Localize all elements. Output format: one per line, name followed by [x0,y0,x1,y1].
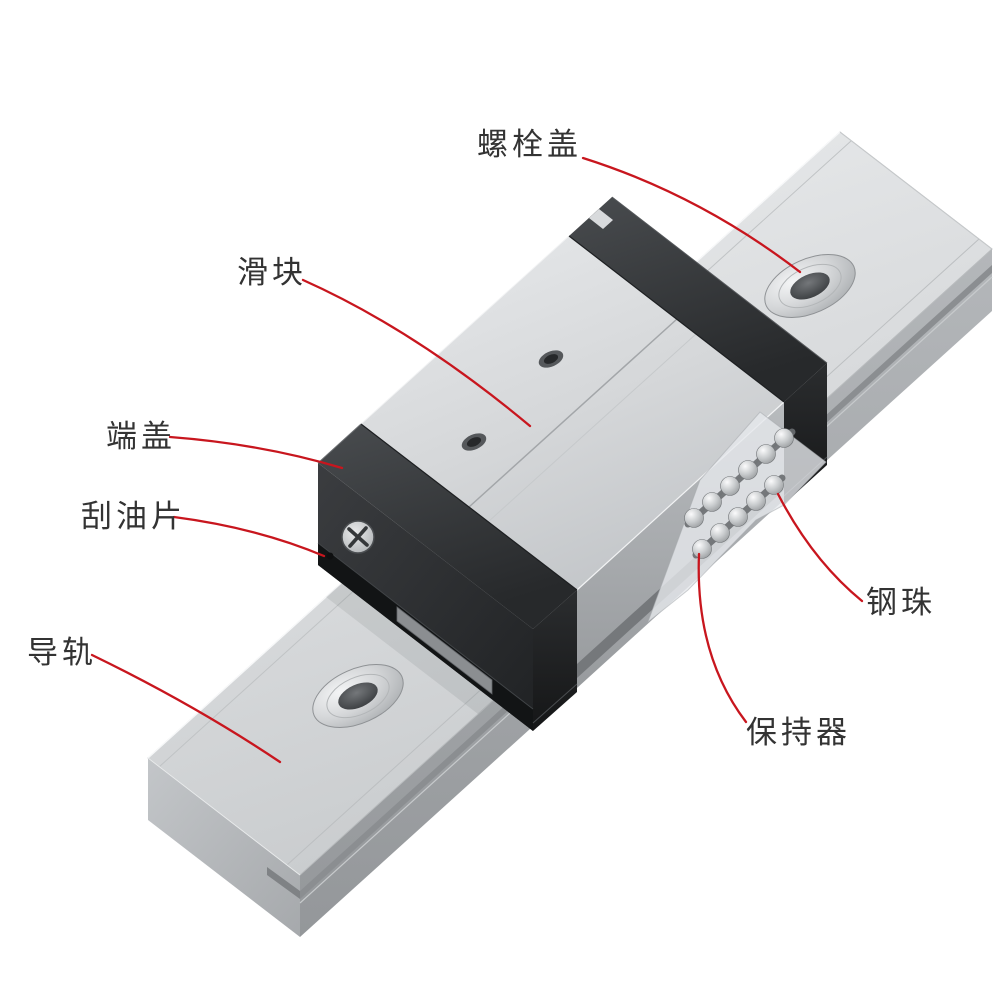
label-oil-scraper: 刮油片 [81,499,186,534]
end-cap-pin-hole [326,552,334,560]
block-top-center-line [468,318,678,508]
leader-line-slider-block [301,278,532,428]
rail-right-cut-edge [839,131,993,250]
leader-line-end-cap [168,435,344,470]
block-top-faint-line [487,333,697,523]
block-mount-hole-1 [538,350,564,368]
steel-ball [710,523,730,543]
bolt-hole-lower [312,664,404,728]
bolt-hole-upper [764,254,856,318]
rail-end-face [148,758,300,937]
steel-ball [684,508,704,528]
end-cap-right-notch [589,209,613,229]
label-guide-rail: 导轨 [27,635,97,670]
end-cap-left-edge-highlight [317,423,362,464]
steel-ball [764,475,784,495]
leader-lines [90,156,864,764]
steel-balls [684,428,794,559]
steel-ball [720,476,740,496]
end-cap-left [317,423,578,731]
steel-ball [756,444,776,464]
end-cap-right-top-face [569,197,827,402]
leader-line-bolt-cover [581,156,802,274]
steel-ball [738,460,758,480]
label-end-cap: 端盖 [106,419,176,454]
block-mount-hole-2 [461,433,487,451]
steel-ball [774,428,794,448]
end-cap-left-wiper-seam [532,683,578,724]
end-cap-left-top-face [318,424,577,629]
end-cap-right-seam [568,235,785,403]
leader-line-oil-scraper [172,515,326,558]
steel-ball [746,491,766,511]
label-bolt-cover: 螺栓盖 [477,127,582,162]
label-steel-ball: 钢珠 [866,585,936,620]
label-slider-block: 滑块 [237,255,307,290]
leader-line-steel-ball [776,492,864,603]
carriage-shadow-left [326,576,502,714]
leader-line-guide-rail [90,653,282,764]
label-retainer: 保持器 [746,715,851,750]
leader-line-retainer [697,552,748,724]
oil-scraper-metal-insert [396,606,493,695]
end-cap-screw [341,520,375,554]
end-cap-right-edge-highlight [611,196,828,364]
block-top-back-edge [360,235,570,425]
rail-end-top-edge [147,757,301,876]
oil-scraper-edge [317,542,534,710]
end-cap-left-front-face [533,590,577,731]
rail-end-groove-notch [267,867,300,899]
steel-ball [702,492,722,512]
steel-ball [692,539,712,559]
end-cap-left-seam [360,423,578,591]
steel-ball [728,507,748,527]
cutaway-section [646,411,827,624]
